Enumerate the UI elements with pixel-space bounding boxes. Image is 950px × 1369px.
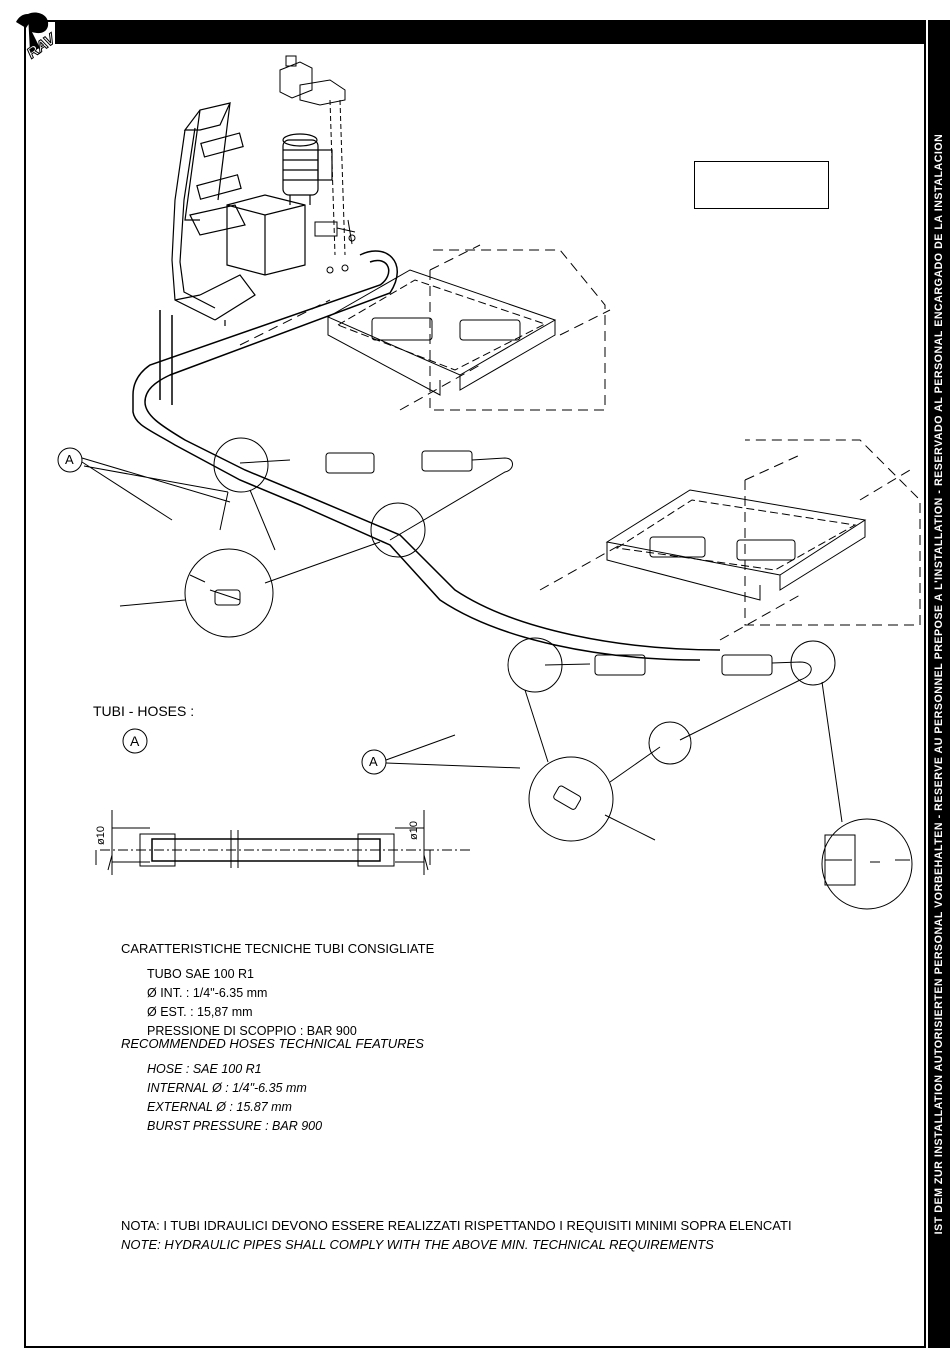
callout-a-hoses: A — [130, 733, 140, 749]
dimension-label-left: ø10 — [95, 826, 107, 845]
english-spec-line: EXTERNAL Ø : 15.87 mm — [147, 1100, 292, 1114]
note-italian: NOTA: I TUBI IDRAULICI DEVONO ESSERE REA… — [121, 1218, 792, 1233]
english-specs-title: RECOMMENDED HOSES TECHNICAL FEATURES — [121, 1036, 424, 1051]
english-spec-line: BURST PRESSURE : BAR 900 — [147, 1119, 323, 1133]
detail-magnifiers — [119, 489, 913, 910]
hydraulic-power-unit — [226, 133, 333, 276]
callout-a-1: A — [65, 452, 74, 467]
english-spec-line: HOSE : SAE 100 R1 — [147, 1062, 262, 1076]
italian-spec-line: TUBO SAE 100 R1 — [147, 967, 254, 981]
italian-spec-line: Ø INT. : 1/4"-6.35 mm — [147, 986, 268, 1000]
note-english: NOTE: HYDRAULIC PIPES SHALL COMPLY WITH … — [121, 1237, 714, 1252]
callout-a-2: A — [369, 754, 378, 769]
empty-label-box — [694, 161, 829, 209]
italian-specs-title: CARATTERISTICHE TECNICHE TUBI CONSIGLIAT… — [121, 941, 435, 956]
callout-leaders — [57, 447, 521, 775]
dimension-label-right: ø10 — [408, 821, 420, 840]
hoses-title: TUBI - HOSES : — [93, 703, 195, 719]
platform-2 — [539, 439, 921, 641]
connection-fittings — [213, 437, 836, 765]
header-bar — [55, 20, 926, 44]
english-spec-line: INTERNAL Ø : 1/4"-6.35 mm — [147, 1081, 307, 1095]
sidebar-bar — [928, 20, 950, 1348]
platform-1 — [239, 244, 611, 411]
italian-spec-line: Ø EST. : 15,87 mm — [147, 1005, 253, 1019]
brand-logo: RAV — [10, 8, 59, 64]
italian-spec-line: PRESSIONE DI SCOPPIO : BAR 900 — [147, 1024, 357, 1038]
control-stand — [171, 102, 256, 326]
main-hose-route — [132, 250, 721, 661]
valve-block — [279, 55, 356, 274]
hose-dimension-drawing — [95, 810, 470, 875]
